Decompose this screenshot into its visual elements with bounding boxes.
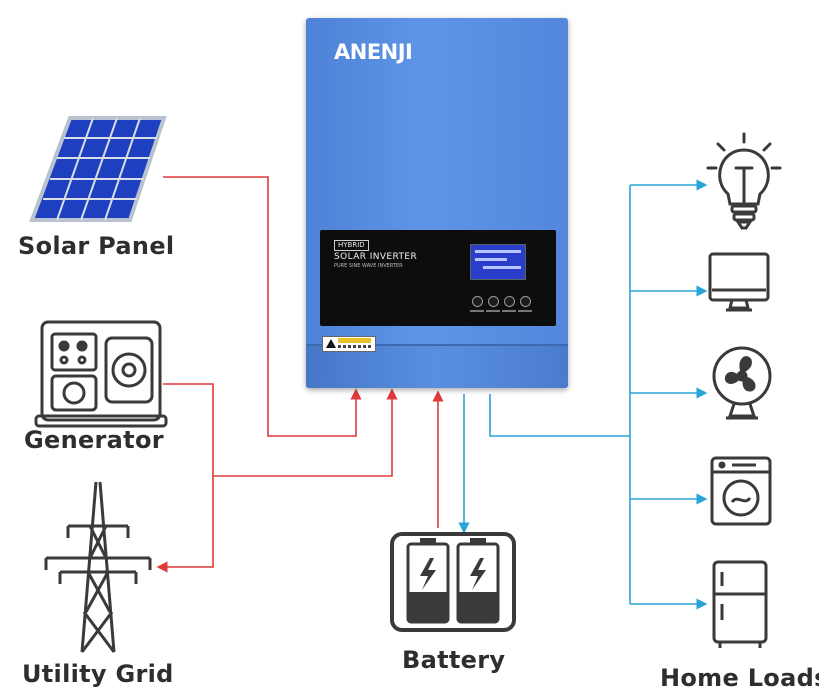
panel-button-3[interactable] (504, 296, 515, 307)
output-trunk-line (489, 394, 630, 437)
caution-label (322, 336, 376, 352)
control-panel: HYBRID SOLAR INVERTER PURE SINE WAVE INV… (320, 230, 556, 326)
panel-button-4[interactable] (520, 296, 531, 307)
utility-grid-label: Utility Grid (22, 660, 174, 688)
generator-label: Generator (24, 426, 164, 454)
inverter-title: SOLAR INVERTER (334, 252, 418, 262)
solar-connection-line (163, 176, 362, 437)
brand-logo: ANENJI (334, 40, 413, 64)
hybrid-badge: HYBRID (334, 240, 369, 251)
lcd-display (470, 244, 526, 280)
panel-button-2[interactable] (488, 296, 499, 307)
inverter-subtitle: PURE SINE WAVE INVERTER (334, 263, 403, 269)
panel-button-1[interactable] (472, 296, 483, 307)
solar-inverter: ANENJI HYBRID SOLAR INVERTER PURE SINE W… (306, 18, 568, 388)
grid-connection-line (156, 476, 214, 573)
battery-label: Battery (402, 646, 506, 674)
home-loads-label: Home Loads (660, 664, 819, 692)
solar-panel-label: Solar Panel (18, 232, 175, 260)
